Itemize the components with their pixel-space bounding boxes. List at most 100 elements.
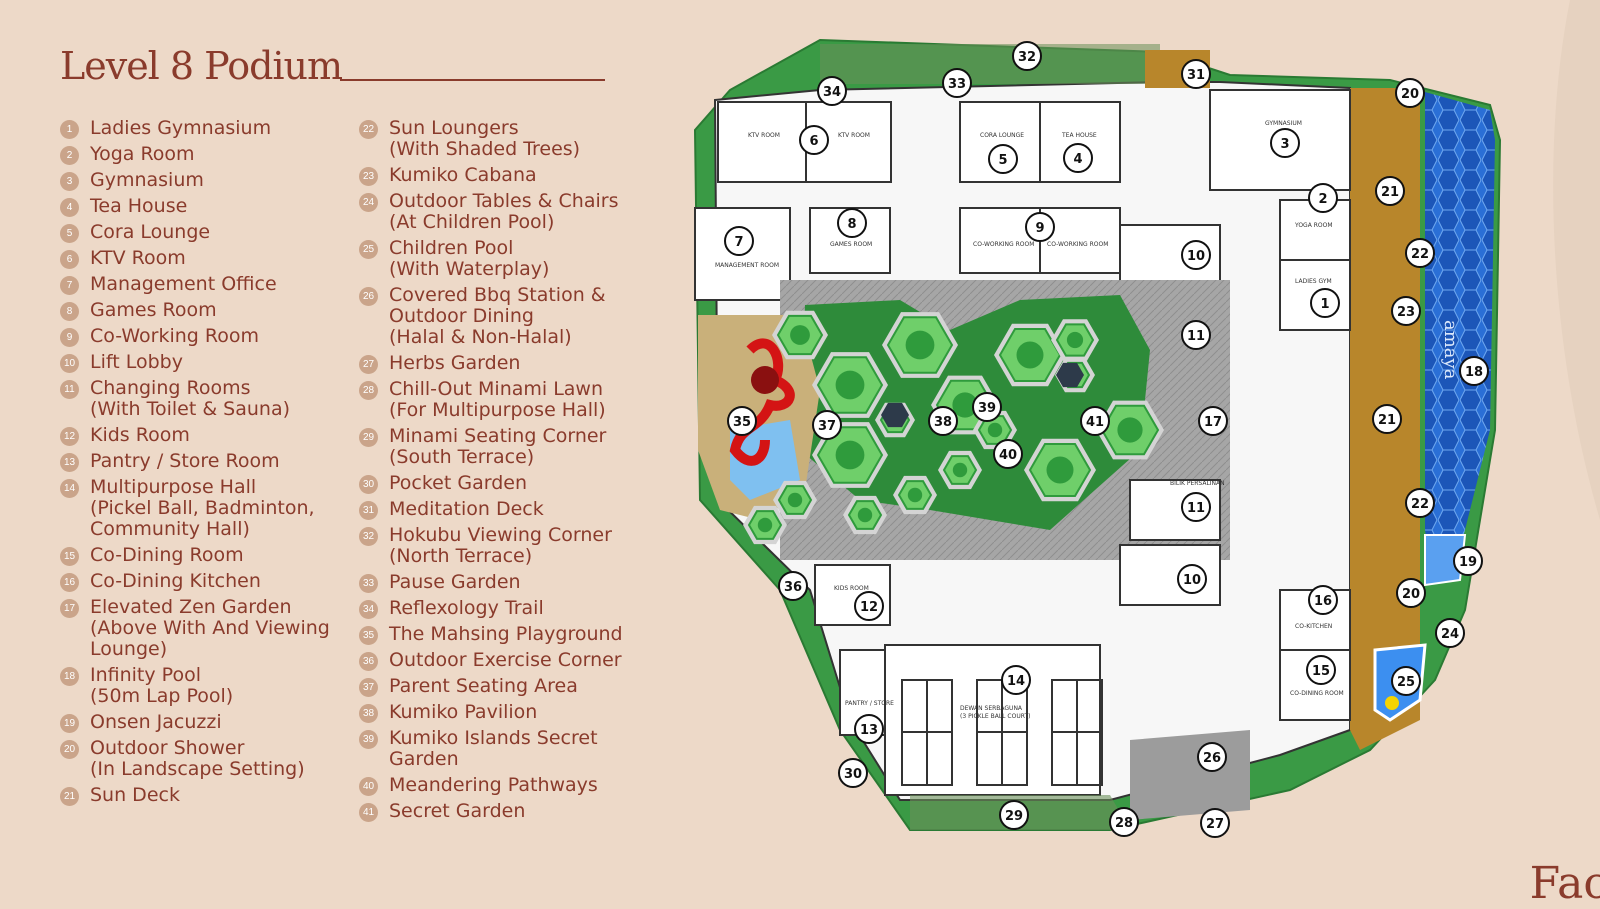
svg-text:19: 19 — [1459, 555, 1477, 570]
svg-text:30: 30 — [844, 767, 862, 782]
legend-label: Herbs Garden — [389, 352, 521, 374]
legend-label: Co-Dining Kitchen — [90, 570, 261, 592]
legend-number-badge: 39 — [359, 730, 378, 749]
legend-label: Gymnasium — [90, 169, 204, 191]
map-marker-15: 15 — [1306, 655, 1336, 685]
legend-number-badge: 10 — [60, 354, 79, 373]
tree-icon — [952, 392, 978, 418]
legend-number-badge: 17 — [60, 599, 79, 618]
playground-tower — [751, 366, 779, 394]
legend-label: Sun Loungers (With Shaded Trees) — [389, 117, 581, 160]
svg-text:23: 23 — [1397, 305, 1415, 320]
tree-icon — [1066, 331, 1084, 349]
label-ktv-a: KTV ROOM — [748, 132, 780, 139]
floor-plan-svg: amaya — [693, 38, 1502, 838]
playground-slide — [729, 338, 795, 466]
legend-label: Management Office — [90, 273, 277, 295]
map-marker-9: 9 — [1025, 212, 1055, 242]
legend-label: Changing Rooms (With Toilet & Sauna) — [90, 377, 291, 420]
svg-text:35: 35 — [733, 415, 751, 430]
map-marker-35: 35 — [727, 406, 757, 436]
svg-text:32: 32 — [1018, 50, 1036, 65]
svg-text:9: 9 — [1035, 221, 1044, 236]
legend-label: Hokubu Viewing Corner (North Terrace) — [389, 524, 612, 567]
svg-text:11: 11 — [1187, 329, 1205, 344]
legend-label: Pocket Garden — [389, 472, 527, 494]
svg-text:40: 40 — [999, 448, 1017, 463]
legend-label: Meditation Deck — [389, 498, 544, 520]
svg-text:3: 3 — [1280, 137, 1289, 152]
legend-number-badge: 38 — [359, 704, 378, 723]
legend-number-badge: 5 — [60, 224, 79, 243]
label-games: GAMES ROOM — [830, 241, 872, 248]
title-rule — [340, 79, 605, 81]
legend-label: Kumiko Islands Secret Garden — [389, 727, 598, 770]
map-marker-31: 31 — [1181, 59, 1211, 89]
legend-number-badge: 4 — [60, 198, 79, 217]
legend-number-badge: 11 — [60, 380, 79, 399]
map-marker-30: 30 — [838, 758, 868, 788]
map-marker-8: 8 — [837, 208, 867, 238]
map-marker-28: 28 — [1109, 807, 1139, 837]
svg-text:16: 16 — [1314, 594, 1332, 609]
decorative-swoosh — [1553, 0, 1600, 520]
svg-text:27: 27 — [1206, 817, 1224, 832]
tree-icon — [787, 492, 803, 508]
map-marker-39: 39 — [972, 392, 1002, 422]
svg-text:36: 36 — [784, 580, 802, 595]
children-pool-fountain — [1385, 696, 1399, 710]
legend-label: Multipurpose Hall (Pickel Ball, Badminto… — [90, 476, 315, 540]
legend-label: Kumiko Cabana — [389, 164, 537, 186]
label-kids: KIDS ROOM — [834, 585, 869, 592]
legend-number-badge: 6 — [60, 250, 79, 269]
svg-text:1: 1 — [1320, 297, 1329, 312]
legend-number-badge: 13 — [60, 453, 79, 472]
pool-logo: amaya — [1440, 320, 1461, 380]
legend-label: Outdoor Tables & Chairs (At Children Poo… — [389, 190, 619, 233]
corner-heading-fragment: Fac — [1529, 858, 1600, 909]
legend-number-badge: 7 — [60, 276, 79, 295]
label-bilik: BILIK PERSALINAN — [1170, 480, 1225, 487]
svg-text:29: 29 — [1005, 809, 1023, 824]
svg-text:8: 8 — [847, 217, 856, 232]
legend-number-badge: 2 — [60, 146, 79, 165]
svg-text:20: 20 — [1402, 587, 1420, 602]
tree-icon — [835, 370, 865, 400]
legend-label: Outdoor Shower (In Landscape Setting) — [90, 737, 305, 780]
legend-label: Kids Room — [90, 424, 190, 446]
legend-label: Games Room — [90, 299, 217, 321]
legend-number-badge: 40 — [359, 777, 378, 796]
map-marker-14: 14 — [1001, 665, 1031, 695]
legend-number-badge: 37 — [359, 678, 378, 697]
legend-number-badge: 23 — [359, 167, 378, 186]
legend-number-badge: 35 — [359, 626, 378, 645]
label-yoga: YOGA ROOM — [1294, 222, 1333, 229]
map-marker-17: 17 — [1198, 406, 1228, 436]
kumiko-pavilion-roof — [1056, 362, 1084, 388]
svg-text:21: 21 — [1381, 185, 1399, 200]
svg-text:15: 15 — [1312, 664, 1330, 679]
room-labels: KTV ROOM KTV ROOM CORA LOUNGE TEA HOUSE … — [715, 120, 1344, 720]
tree-icon — [952, 462, 968, 478]
map-marker-13: 13 — [854, 714, 884, 744]
svg-text:12: 12 — [860, 600, 878, 615]
map-marker-18: 18 — [1459, 356, 1489, 386]
legend-number-badge: 32 — [359, 527, 378, 546]
north-terrace — [820, 44, 1160, 84]
legend-label: Ladies Gymnasium — [90, 117, 272, 139]
legend-number-badge: 34 — [359, 600, 378, 619]
tree-icon — [1117, 417, 1143, 443]
label-cora: CORA LOUNGE — [980, 132, 1024, 139]
svg-text:37: 37 — [818, 419, 836, 434]
